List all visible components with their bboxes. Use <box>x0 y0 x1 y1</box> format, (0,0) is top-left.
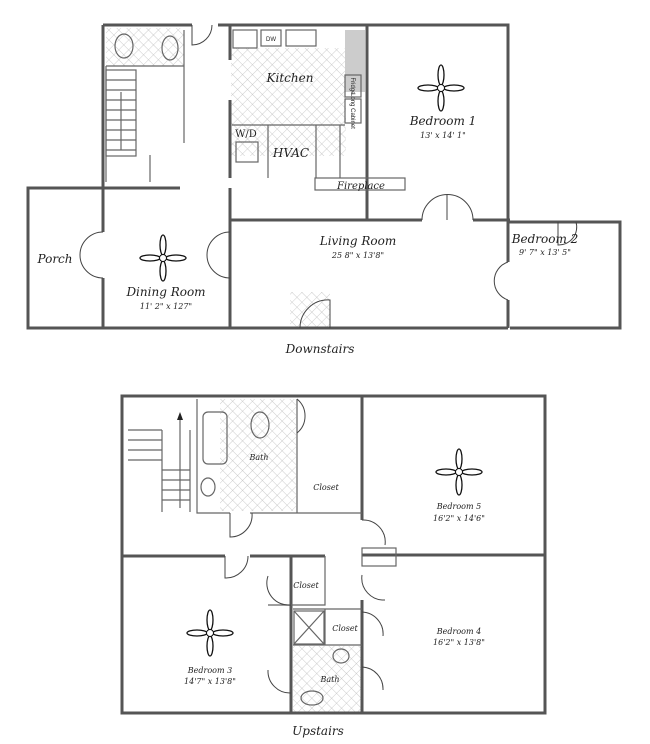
bathtub <box>202 411 228 465</box>
countertop <box>345 30 365 92</box>
bath-sink <box>332 648 350 664</box>
bath-door <box>361 666 384 691</box>
hvac-label: HVAC <box>272 146 309 160</box>
toilet <box>300 690 324 706</box>
kitchen-floor <box>231 48 346 156</box>
lower-bath-label: Bath <box>319 675 339 684</box>
closet-door <box>266 575 292 606</box>
bedroom5-door <box>361 519 386 546</box>
upstairs-vertical-walls <box>289 396 364 713</box>
bedroom1-wall <box>230 25 510 222</box>
fridge <box>344 74 362 98</box>
bedroom1-label: Bedroom 1 <box>409 114 477 128</box>
closet-door <box>557 221 578 246</box>
small-closet-label: Closet <box>332 624 358 633</box>
toilet <box>250 411 270 439</box>
long-cabinet <box>344 98 362 124</box>
fridge-label: Fridge <box>349 77 355 95</box>
upper-bath-label: Bath <box>248 453 268 462</box>
stairs <box>105 69 137 157</box>
door <box>191 24 213 46</box>
toilet <box>114 33 134 59</box>
lower-bath-floor <box>293 646 361 712</box>
dining-living-door <box>206 231 231 279</box>
bedroom3-door <box>224 555 249 579</box>
bedroom5-label: Bedroom 5 <box>436 502 481 511</box>
front-door <box>299 299 331 329</box>
bedroom2-label: Bedroom 2 <box>511 232 579 246</box>
upstairs-title: Upstairs <box>292 724 344 738</box>
chimney <box>361 547 397 567</box>
wd-label: W/D <box>235 129 257 140</box>
dishwasher-label: DW <box>266 37 276 43</box>
living-room-label: Living Room <box>319 234 397 248</box>
closet-door <box>296 398 306 434</box>
bedroom1-size: 13' x 14' 1" <box>420 131 466 140</box>
downstairs-title: Downstairs <box>285 342 355 356</box>
upstairs-outer-wall <box>120 394 547 715</box>
bedroom5-size: 16'2" x 14'6" <box>433 514 485 523</box>
dishwasher <box>260 29 282 47</box>
bedroom4-door <box>361 574 386 601</box>
downstairs-plan: DW Fridge Long Cabinet Kitchen W/D HVAC … <box>26 23 622 356</box>
middle-closet-label: Closet <box>293 581 319 590</box>
bath-sink <box>200 477 216 497</box>
bedroom4-label: Bedroom 4 <box>436 627 481 636</box>
half-bath-floor <box>106 28 184 66</box>
ceiling-fan-icon <box>139 234 187 282</box>
fireplace <box>314 177 406 191</box>
long-cabinet-label: Long Cabinet <box>349 93 355 129</box>
dining-porch-wall <box>101 186 180 328</box>
washer-dryer <box>235 141 259 163</box>
ceiling-fan-icon <box>435 448 483 496</box>
porch-door <box>79 231 104 279</box>
upper-bath-floor <box>220 399 296 511</box>
bedroom4-size: 16'2" x 13'8" <box>433 638 485 647</box>
bedroom3-label: Bedroom 3 <box>187 666 232 675</box>
bedroom2-size: 9' 7" x 13' 5" <box>519 248 571 257</box>
porch-label: Porch <box>37 252 73 266</box>
bedroom3-size: 14'7" x 13'8" <box>184 677 236 686</box>
closet-door <box>361 611 384 637</box>
dining-room-label: Dining Room <box>125 285 205 299</box>
ceiling-fan-icon <box>186 609 234 657</box>
bath-sink <box>161 35 179 61</box>
stairs <box>128 412 191 512</box>
living-room-size: 25 8" x 13'8" <box>331 251 384 260</box>
linen-cabinet <box>293 610 325 645</box>
stove <box>232 29 258 49</box>
entry-tile <box>290 292 330 328</box>
sink <box>285 29 317 47</box>
bath-door <box>267 669 292 694</box>
ceiling-fan-icon <box>417 64 465 112</box>
upstairs-partitions <box>196 399 362 646</box>
bedroom2-door <box>493 261 509 301</box>
upper-closet-label: Closet <box>313 483 339 492</box>
upstairs-hall-wall <box>122 553 545 558</box>
fireplace-label: Fireplace <box>336 181 385 192</box>
upstairs-plan: Bath Closet Bedroom 5 16'2" x 14'6" Clos… <box>120 394 547 738</box>
kitchen-label: Kitchen <box>266 71 314 85</box>
bedroom1-door <box>421 194 474 221</box>
bath-door <box>229 512 253 538</box>
dining-room-size: 11' 2" x 127" <box>140 302 192 311</box>
